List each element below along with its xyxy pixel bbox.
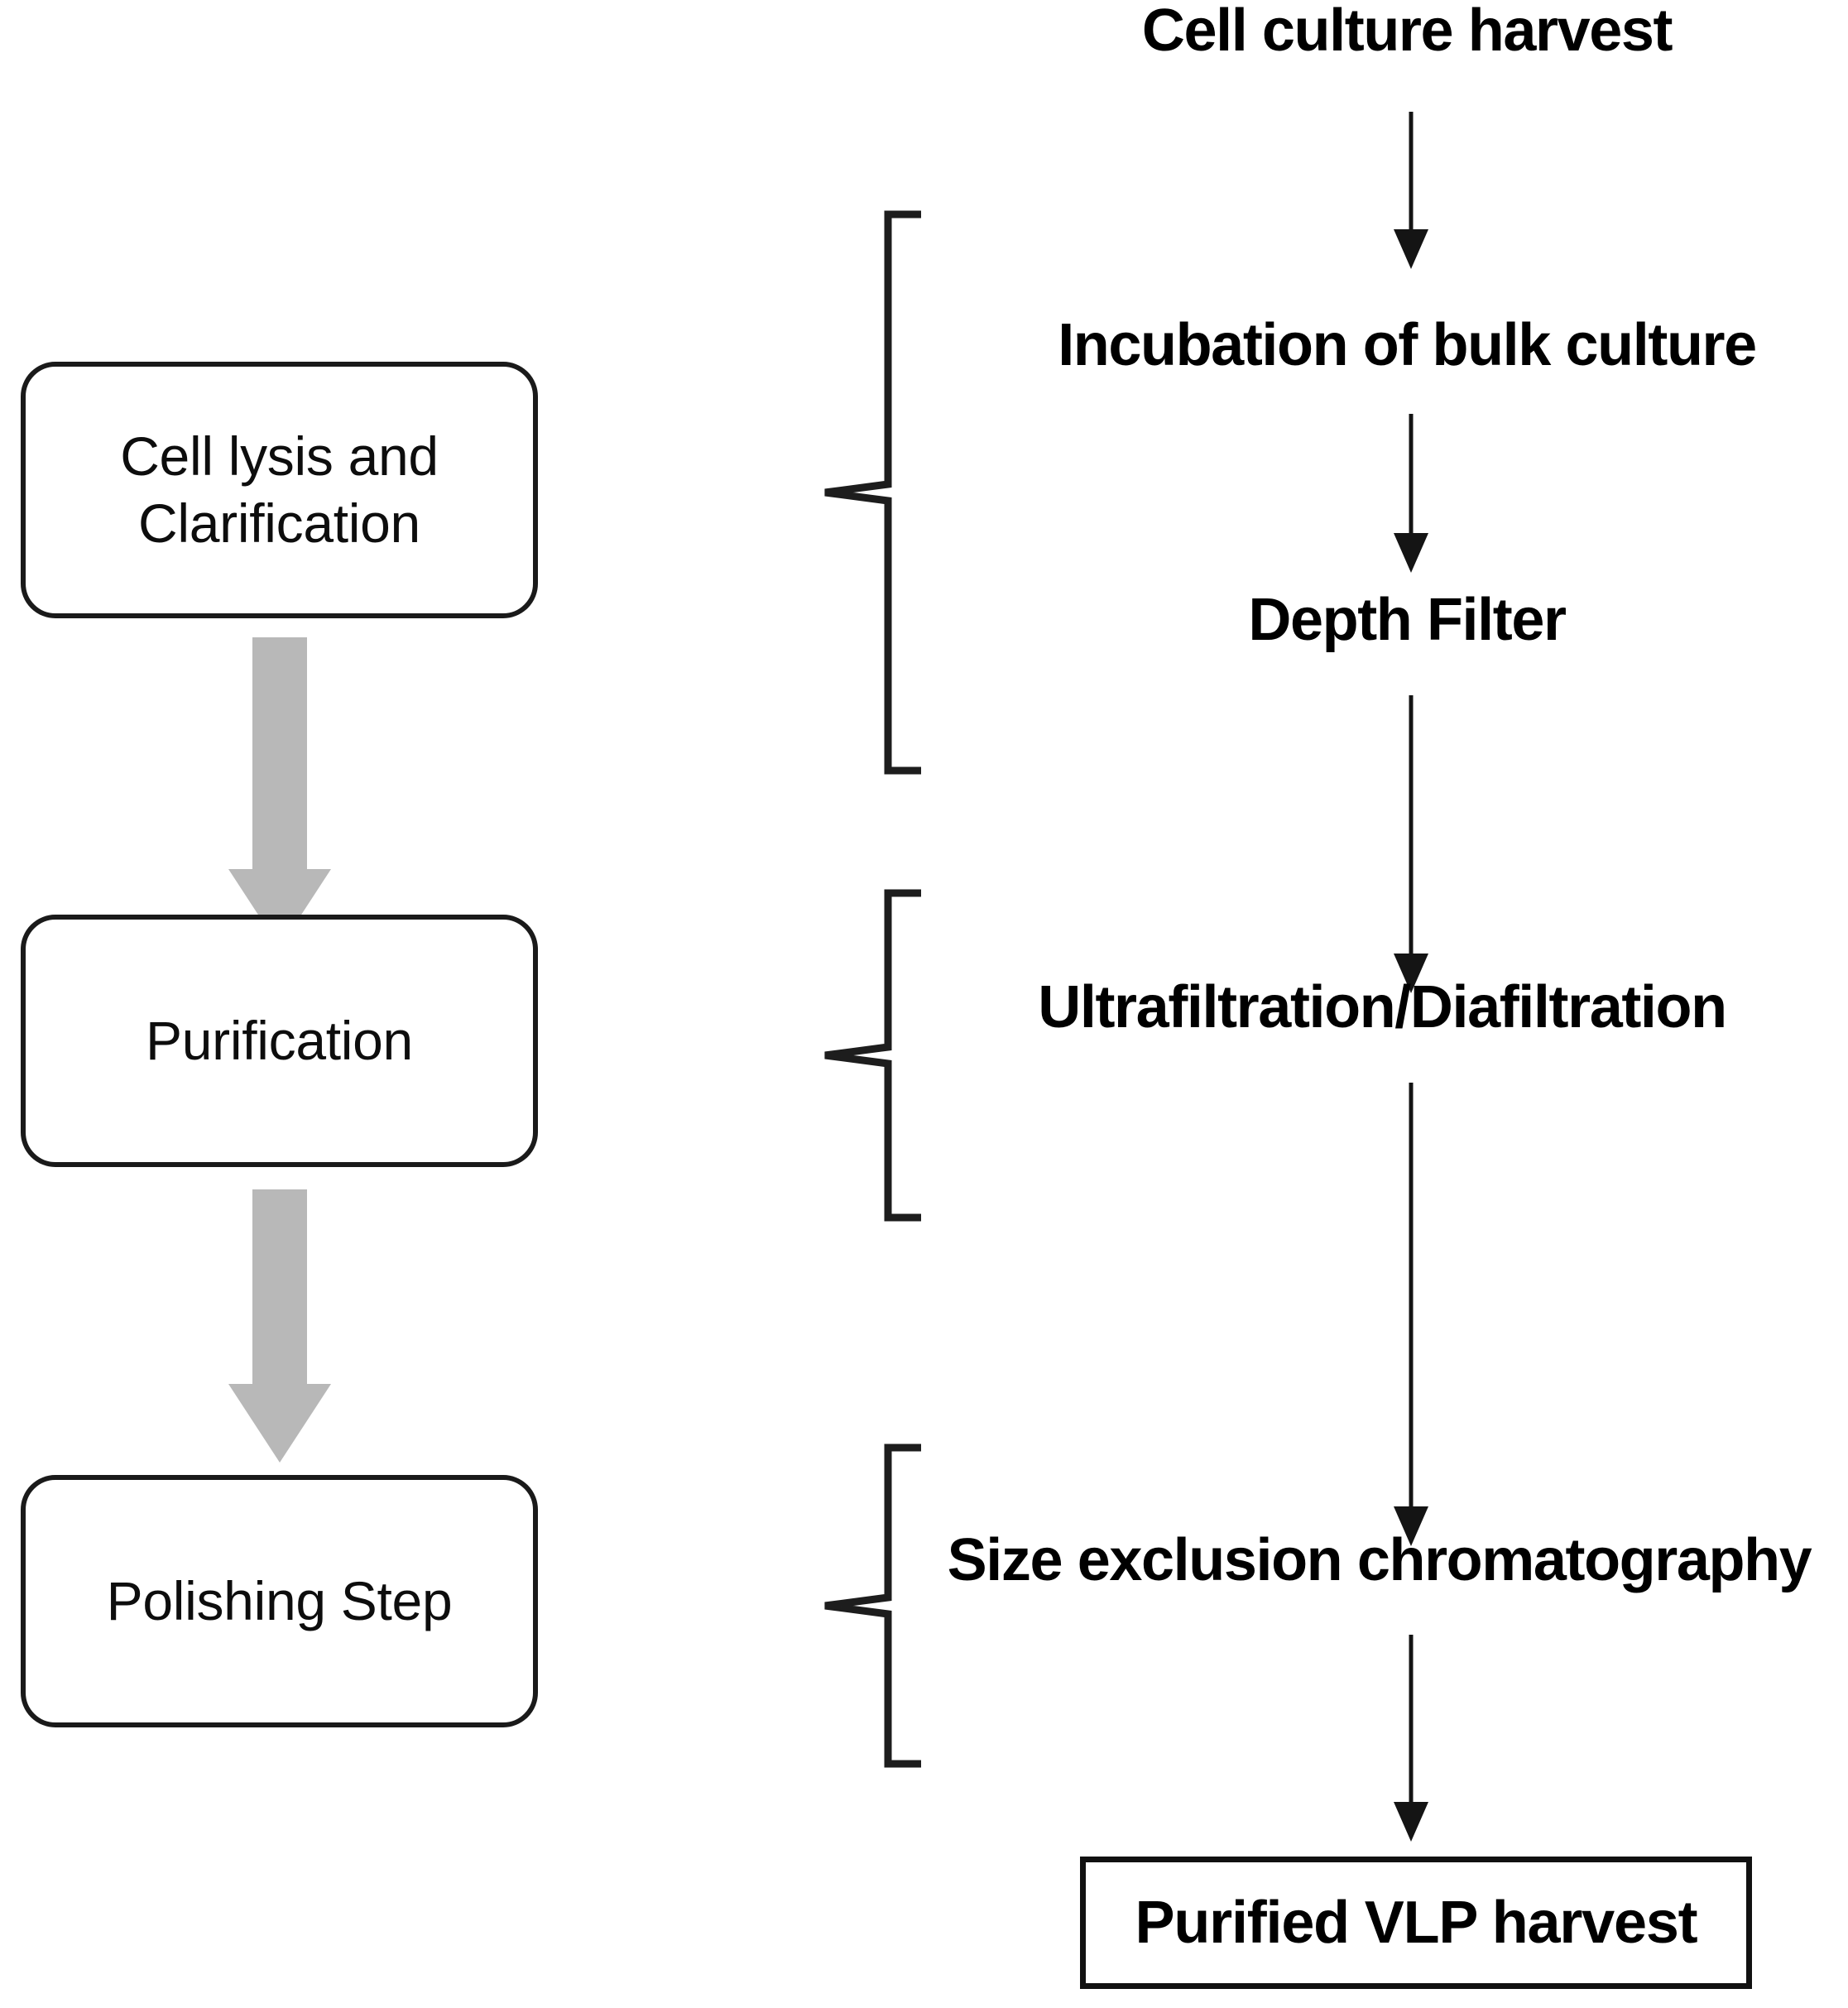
gray-block-arrow-lysis-to-purification xyxy=(182,637,377,948)
arrow-head xyxy=(1394,229,1428,269)
step-label-size-exclusion-chromatography: Size exclusion chromatography xyxy=(947,1527,1812,1593)
gray-arrow-head xyxy=(228,1384,331,1463)
step-label-ultrafiltration-diafiltration: Ultrafiltration/Diafiltration xyxy=(1038,974,1727,1040)
brace-purification xyxy=(823,889,931,1222)
step-label-depth-filter: Depth Filter xyxy=(1248,587,1567,653)
gray-arrow-shaft xyxy=(252,637,307,871)
arrow-shaft xyxy=(1409,414,1414,538)
arrow-head xyxy=(1394,533,1428,573)
flow-arrow-ufdf-to-sec xyxy=(1393,1083,1429,1546)
stage-box-text-line2: Clarification xyxy=(138,492,420,554)
stage-box-text: Polishing Step xyxy=(107,1568,453,1635)
arrow-shaft xyxy=(1409,695,1414,957)
flow-arrow-incubation-to-depth-filter xyxy=(1393,414,1429,573)
flow-arrow-depth-filter-to-ufdf xyxy=(1393,695,1429,993)
arrow-shaft xyxy=(1409,112,1414,233)
arrow-shaft xyxy=(1409,1635,1414,1805)
flow-arrow-sec-to-purified-vlp xyxy=(1393,1635,1429,1842)
step-label-incubation: Incubation of bulk culture xyxy=(1058,312,1757,378)
brace-clarification xyxy=(823,210,931,775)
gray-block-arrow-purification-to-polishing xyxy=(182,1189,377,1463)
brace-polishing xyxy=(823,1444,931,1768)
flow-arrow-harvest-to-incubation xyxy=(1393,112,1429,269)
arrow-head xyxy=(1394,1506,1428,1546)
result-box-purified-vlp: Purified VLP harvest xyxy=(1080,1857,1752,1989)
stage-box-text-line1: Cell lysis and xyxy=(120,425,439,488)
stage-box-text: Cell lysis and Clarification xyxy=(120,423,439,556)
stage-box-text: Purification xyxy=(146,1007,413,1074)
gray-arrow-shaft xyxy=(252,1189,307,1388)
arrow-head xyxy=(1394,954,1428,993)
stage-box-text-line1: Purification xyxy=(146,1010,413,1072)
arrow-shaft xyxy=(1409,1083,1414,1510)
arrow-head xyxy=(1394,1802,1428,1842)
stage-box-text-line1: Polishing Step xyxy=(106,1570,453,1632)
stage-box-purification: Purification xyxy=(21,915,538,1167)
stage-box-polishing-step: Polishing Step xyxy=(21,1475,538,1727)
stage-box-cell-lysis-and-clarification: Cell lysis and Clarification xyxy=(21,362,538,618)
step-label-cell-culture-harvest: Cell culture harvest xyxy=(1141,0,1673,64)
